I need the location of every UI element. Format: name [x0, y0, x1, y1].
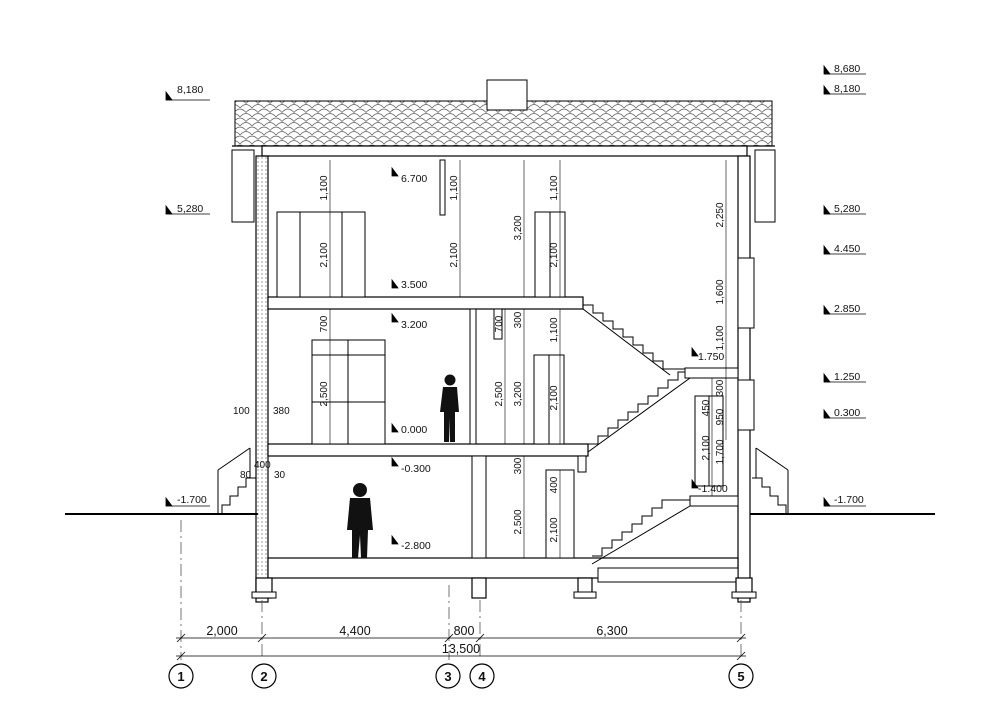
axis-label: 2	[260, 669, 267, 684]
dim-label: 300	[715, 379, 726, 396]
level-label: 3.500	[401, 279, 427, 291]
basement-floor-right	[597, 567, 739, 583]
dim-label: 400	[549, 476, 560, 493]
dim-label: 1,100	[715, 325, 726, 350]
person-ground-floor	[440, 374, 459, 442]
dim-label: 2,100	[701, 435, 712, 460]
dim-label: 1,100	[319, 175, 330, 200]
staircase	[582, 304, 691, 565]
dim-label: 1,100	[549, 317, 560, 342]
human-figures	[347, 374, 459, 558]
dim-label: 700	[319, 315, 330, 332]
dim-label: 2,500	[494, 381, 505, 406]
dim-label: 3,200	[513, 215, 524, 240]
second-floor-slab	[267, 296, 584, 310]
axis-markers: 1 2 3 4 5	[168, 663, 754, 689]
roof	[231, 79, 776, 223]
dim-label: 2,250	[715, 202, 726, 227]
level-label: -2.800	[401, 540, 431, 552]
level-label: 8,180	[834, 83, 860, 95]
dim-label: 2,500	[319, 381, 330, 406]
dim-label: 1,700	[715, 439, 726, 464]
dim-label: 2,500	[513, 509, 524, 534]
axis-label: 3	[444, 669, 451, 684]
roof-slab	[261, 145, 748, 157]
dim-label: 300	[513, 457, 524, 474]
level-label: 0.000	[401, 424, 427, 436]
person-basement	[347, 483, 373, 558]
dim-label: 950	[715, 408, 726, 425]
level-label: 6.700	[401, 173, 427, 185]
dim-label: 450	[701, 399, 712, 416]
dim-label: 2,100	[319, 242, 330, 267]
dim-label: 700	[494, 315, 505, 332]
dim-label: 380	[273, 406, 290, 417]
dim-label: 30	[274, 470, 286, 481]
level-label: 2.850	[834, 303, 860, 315]
dim-label: 3,200	[513, 381, 524, 406]
axis-label: 4	[478, 669, 486, 684]
level-label: 8,180	[177, 84, 203, 96]
horizontal-dimension-labels: 2,000 4,400 800 6,300 13,500	[206, 624, 627, 656]
dim-label: 1,100	[549, 175, 560, 200]
dim-label: 2,100	[549, 517, 560, 542]
dim-label: 400	[254, 460, 271, 471]
dim-label: 800	[454, 624, 475, 638]
level-label: -1.700	[177, 494, 207, 506]
dim-label: 2,000	[206, 624, 237, 638]
dim-label: 1,100	[449, 175, 460, 200]
dim-label: 2,100	[549, 385, 560, 410]
axis-label: 5	[737, 669, 744, 684]
right-wall	[737, 155, 751, 603]
vertical-dimension-lines	[329, 160, 727, 558]
level-label: 3.200	[401, 319, 427, 331]
dim-label: 6,300	[596, 624, 627, 638]
right-eave	[754, 149, 776, 223]
dim-label: 100	[233, 406, 250, 417]
dim-label: 2,100	[449, 242, 460, 267]
axis-lines	[180, 520, 742, 660]
openings	[276, 211, 755, 559]
level-label: -1.700	[834, 494, 864, 506]
left-eave	[231, 149, 255, 223]
level-label: 1.750	[698, 351, 724, 363]
entrance-steps-right	[752, 447, 789, 514]
level-markers	[165, 64, 866, 545]
ground-floor-slab	[267, 443, 589, 457]
horizontal-dimensions	[176, 633, 746, 661]
level-label: 0.300	[834, 407, 860, 419]
level-label: -1.400	[698, 483, 728, 495]
level-label: 5,280	[177, 203, 203, 215]
level-label: -0.300	[401, 463, 431, 475]
left-wall	[255, 155, 269, 603]
entrance-steps-left	[217, 447, 256, 514]
level-label: 1.250	[834, 371, 860, 383]
small-dimension-labels: 100 380 80 400 30	[233, 406, 290, 481]
axis-label: 1	[177, 669, 184, 684]
level-label: 4.450	[834, 243, 860, 255]
level-labels: 8,180 5,280 -1.700 8,680 8,180 5,280 4.4…	[177, 63, 864, 552]
vertical-dimension-labels: 1,100 2,100 1,100 2,100 3,200 1,100 2,10…	[319, 175, 726, 542]
dim-label: 1,600	[715, 279, 726, 304]
dim-label: 4,400	[339, 624, 370, 638]
door-attic-left	[276, 211, 366, 298]
dim-label: 300	[513, 311, 524, 328]
dim-total-label: 13,500	[442, 642, 480, 656]
level-label: 5,280	[834, 203, 860, 215]
dim-label: 2,100	[549, 242, 560, 267]
chimney	[486, 79, 528, 111]
dim-label: 80	[240, 470, 252, 481]
level-label: 8,680	[834, 63, 860, 75]
